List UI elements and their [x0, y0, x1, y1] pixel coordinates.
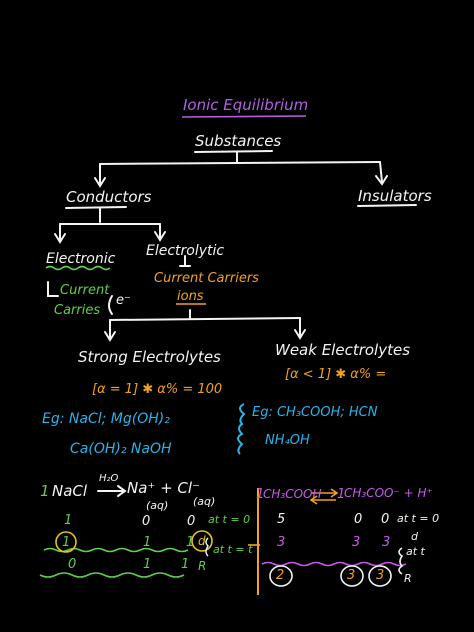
acetic-products: CH₃COO⁻ + H⁺ [344, 486, 433, 500]
nacl-coefficient: 1 [40, 482, 50, 500]
strong-examples-line2: Ca(OH)₂ NaOH [70, 441, 172, 457]
node-conductors: Conductors [66, 188, 152, 206]
acetic-row3-reactant: 2 [276, 568, 285, 583]
nacl-row1-cl: 0 [187, 514, 196, 529]
acetic-row2-h: 3 [382, 535, 391, 550]
acetic-row2-label: at t [406, 545, 425, 558]
nacl-reactant: NaCl [52, 482, 88, 500]
nacl-row2-reactant: 1 [62, 535, 71, 550]
acetic-row2-ion: 3 [352, 535, 361, 550]
node-electrolytic: Electrolytic [146, 243, 225, 259]
node-weak-electrolytes: Weak Electrolytes [275, 341, 411, 359]
acetic-row3-label: R [404, 572, 412, 585]
node-substances: Substances [195, 132, 282, 150]
weak-examples-line1: Eg: CH₃COOH; HCN [252, 405, 378, 420]
strong-alpha: [α = 1] ✱ α% = 100 [92, 382, 223, 397]
electrolytic-note-ions: ions [177, 289, 204, 304]
nacl-aq-na: (aq) [146, 499, 169, 512]
nacl-row3-cl: 1 [181, 557, 190, 572]
acetic-row1-reactant: 5 [277, 512, 286, 527]
electron-symbol: e⁻ [116, 293, 131, 308]
nacl-products: Na⁺ + Cl⁻ [127, 479, 200, 497]
nacl-row1-label: at t = 0 [208, 513, 251, 526]
nacl-row2-na: 1 [143, 535, 152, 550]
weak-examples-line2: NH₄OH [265, 433, 310, 448]
nacl-row1-reactant: 1 [64, 513, 73, 528]
weak-alpha: [α < 1] ✱ α% = [285, 367, 387, 382]
node-insulators: Insulators [358, 187, 432, 205]
acetic-row1-ion: 0 [354, 512, 363, 527]
electronic-note-carries: Carries [54, 303, 101, 318]
page-title: Ionic Equilibrium [183, 96, 309, 114]
nacl-row1-na: 0 [142, 514, 151, 529]
nacl-aq-cl: (aq) [193, 495, 216, 508]
acetic-coefficient-2: 1 [337, 487, 346, 502]
nacl-row2-label: at t = t [213, 543, 253, 556]
node-electronic: Electronic [46, 251, 116, 267]
nacl-row3-na: 1 [143, 557, 152, 572]
acetic-row2-d: d [411, 530, 418, 543]
nacl-row3-reactant: 0 [68, 557, 77, 572]
nacl-arrow-condition: H₂O [99, 473, 119, 484]
electrolytic-note-carriers: Current Carriers [154, 271, 259, 286]
acetic-row1-h: 0 [381, 512, 390, 527]
acetic-row3-h: 3 [376, 568, 385, 583]
acetic-reactant: CH₃COOH [263, 487, 322, 501]
acetic-row1-label: at t = 0 [397, 512, 440, 525]
strong-examples-line1: Eg: NaCl; Mg(OH)₂ [42, 411, 170, 427]
acetic-row2-reactant: 3 [277, 535, 286, 550]
nacl-row2-cl: 1 [186, 535, 195, 550]
electronic-note-current: Current [60, 283, 110, 298]
node-strong-electrolytes: Strong Electrolytes [78, 348, 221, 366]
nacl-row2-d: d [198, 534, 206, 548]
acetic-coefficient: 1 [256, 487, 265, 502]
nacl-row3-label: R [198, 559, 207, 573]
acetic-row3-ion: 3 [347, 568, 356, 583]
